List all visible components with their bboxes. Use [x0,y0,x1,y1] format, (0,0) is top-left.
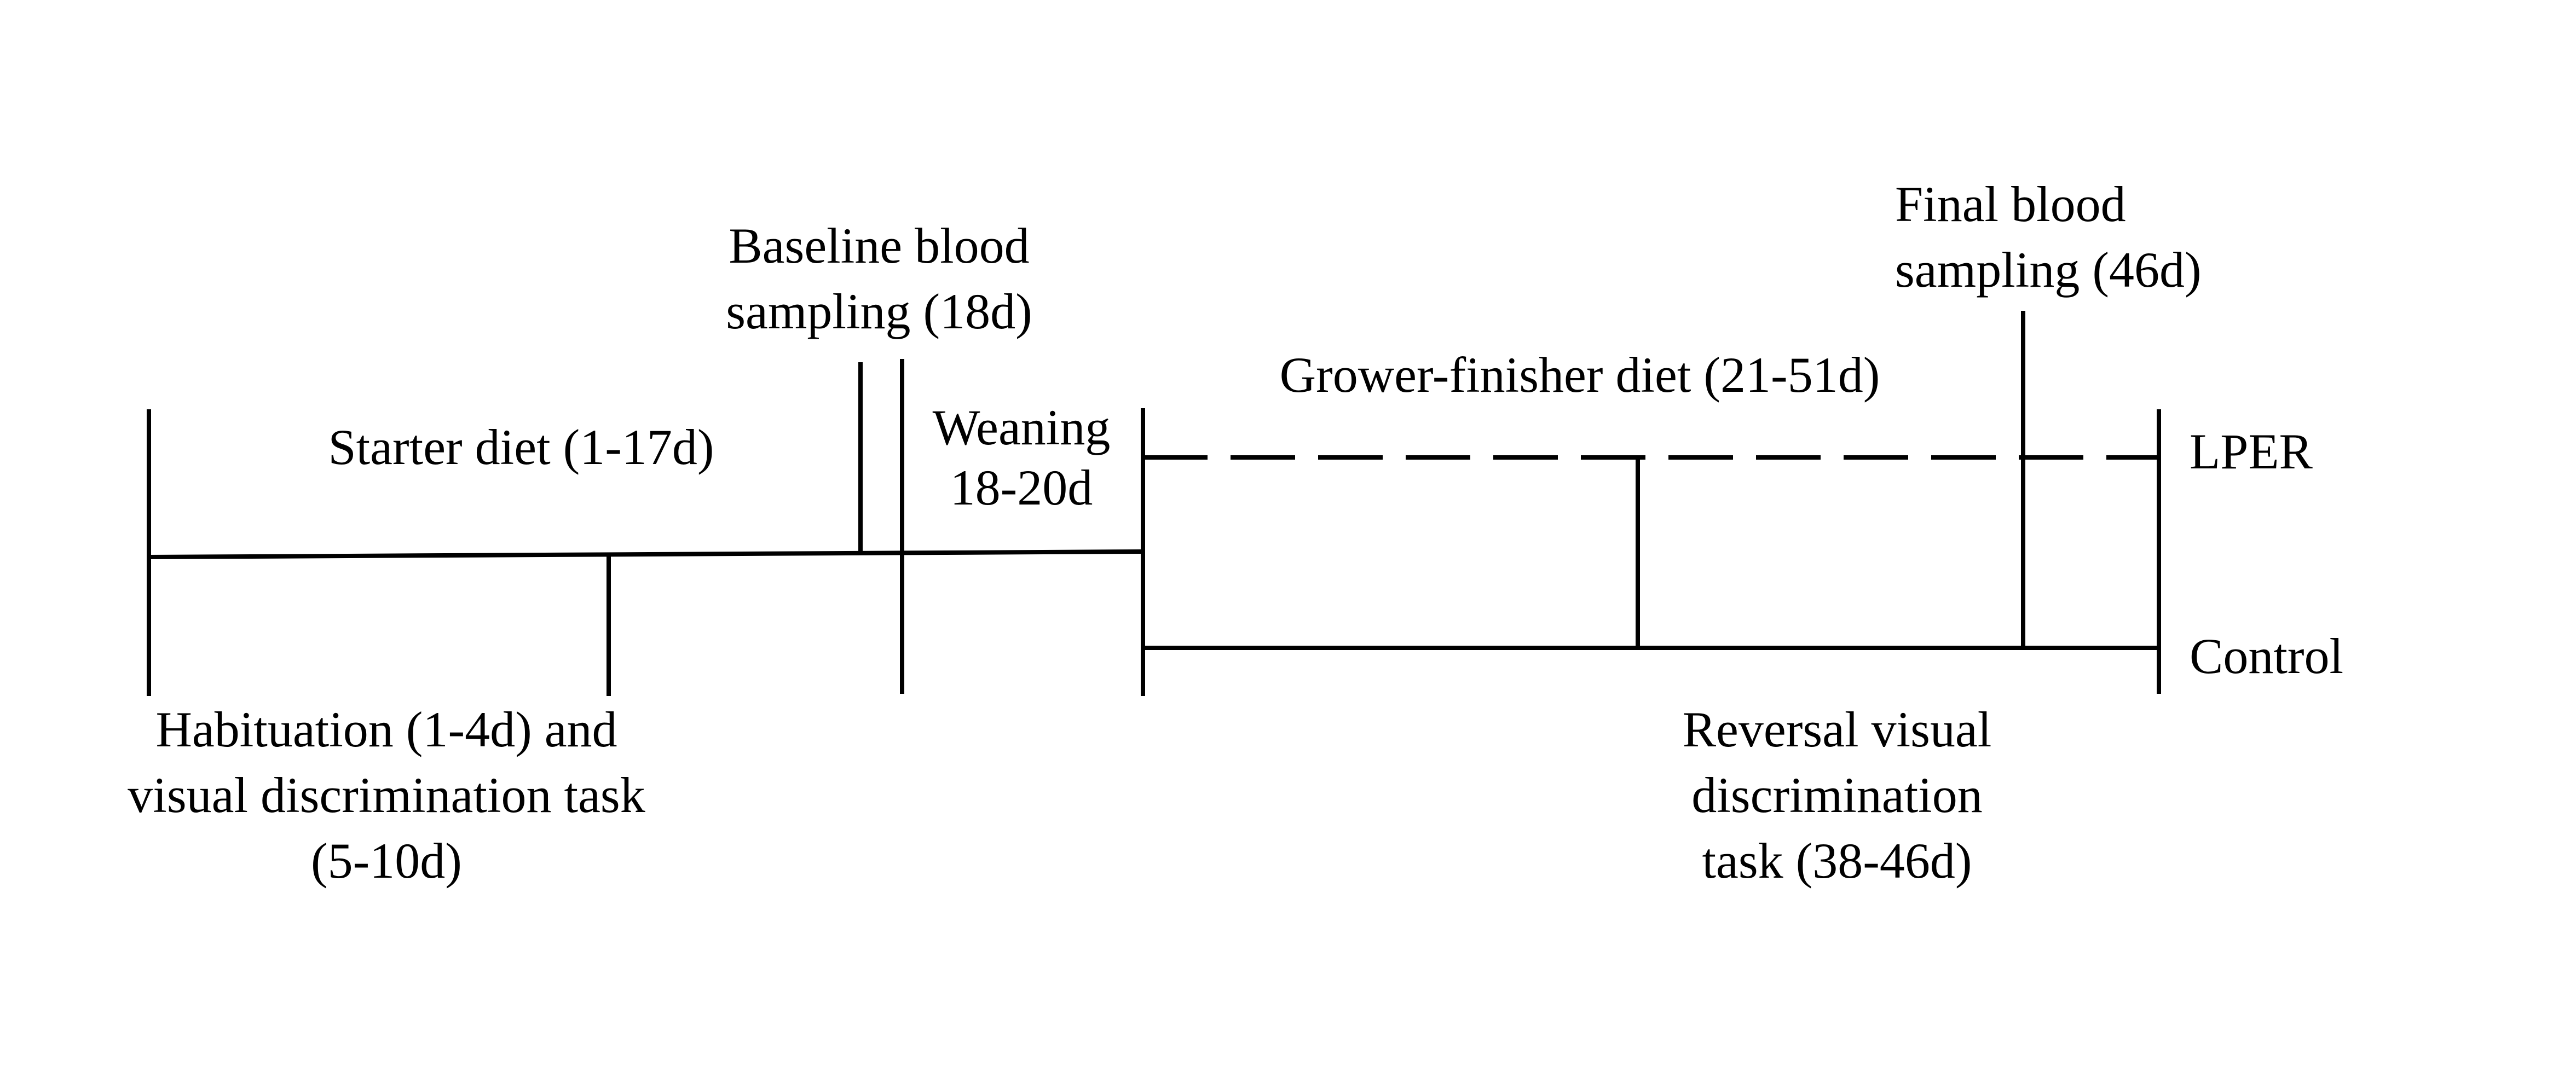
pre-weaning-timeline [148,549,1143,559]
final-sampling-label-line2: sampling (46d) [1895,242,2202,298]
habituation-label-line2: visual discrimination task [128,767,645,823]
baseline-sampling-label-line1: Baseline blood [729,218,1029,274]
starter-diet-label: Starter diet (1-17d) [328,419,714,475]
reversal-task-label-line3: task (38-46d) [1702,833,1972,889]
grower-finisher-diet-label: Grower-finisher diet (21-51d) [1280,347,1880,403]
reversal-task-label-line1: Reversal visual [1683,701,1992,757]
final-sampling-label-line1: Final blood [1895,176,2126,232]
control-group-label: Control [2190,628,2343,684]
lper-group-label: LPER [2190,424,2313,479]
habituation-label-line3: (5-10d) [311,833,462,889]
habituation-label-line1: Habituation (1-4d) and [155,701,617,757]
reversal-task-label-line2: discrimination [1691,767,1982,823]
weaning-label-line2: 18-20d [950,460,1093,515]
weaning-label-line1: Weaning [933,399,1111,455]
baseline-sampling-label-line2: sampling (18d) [726,283,1032,339]
